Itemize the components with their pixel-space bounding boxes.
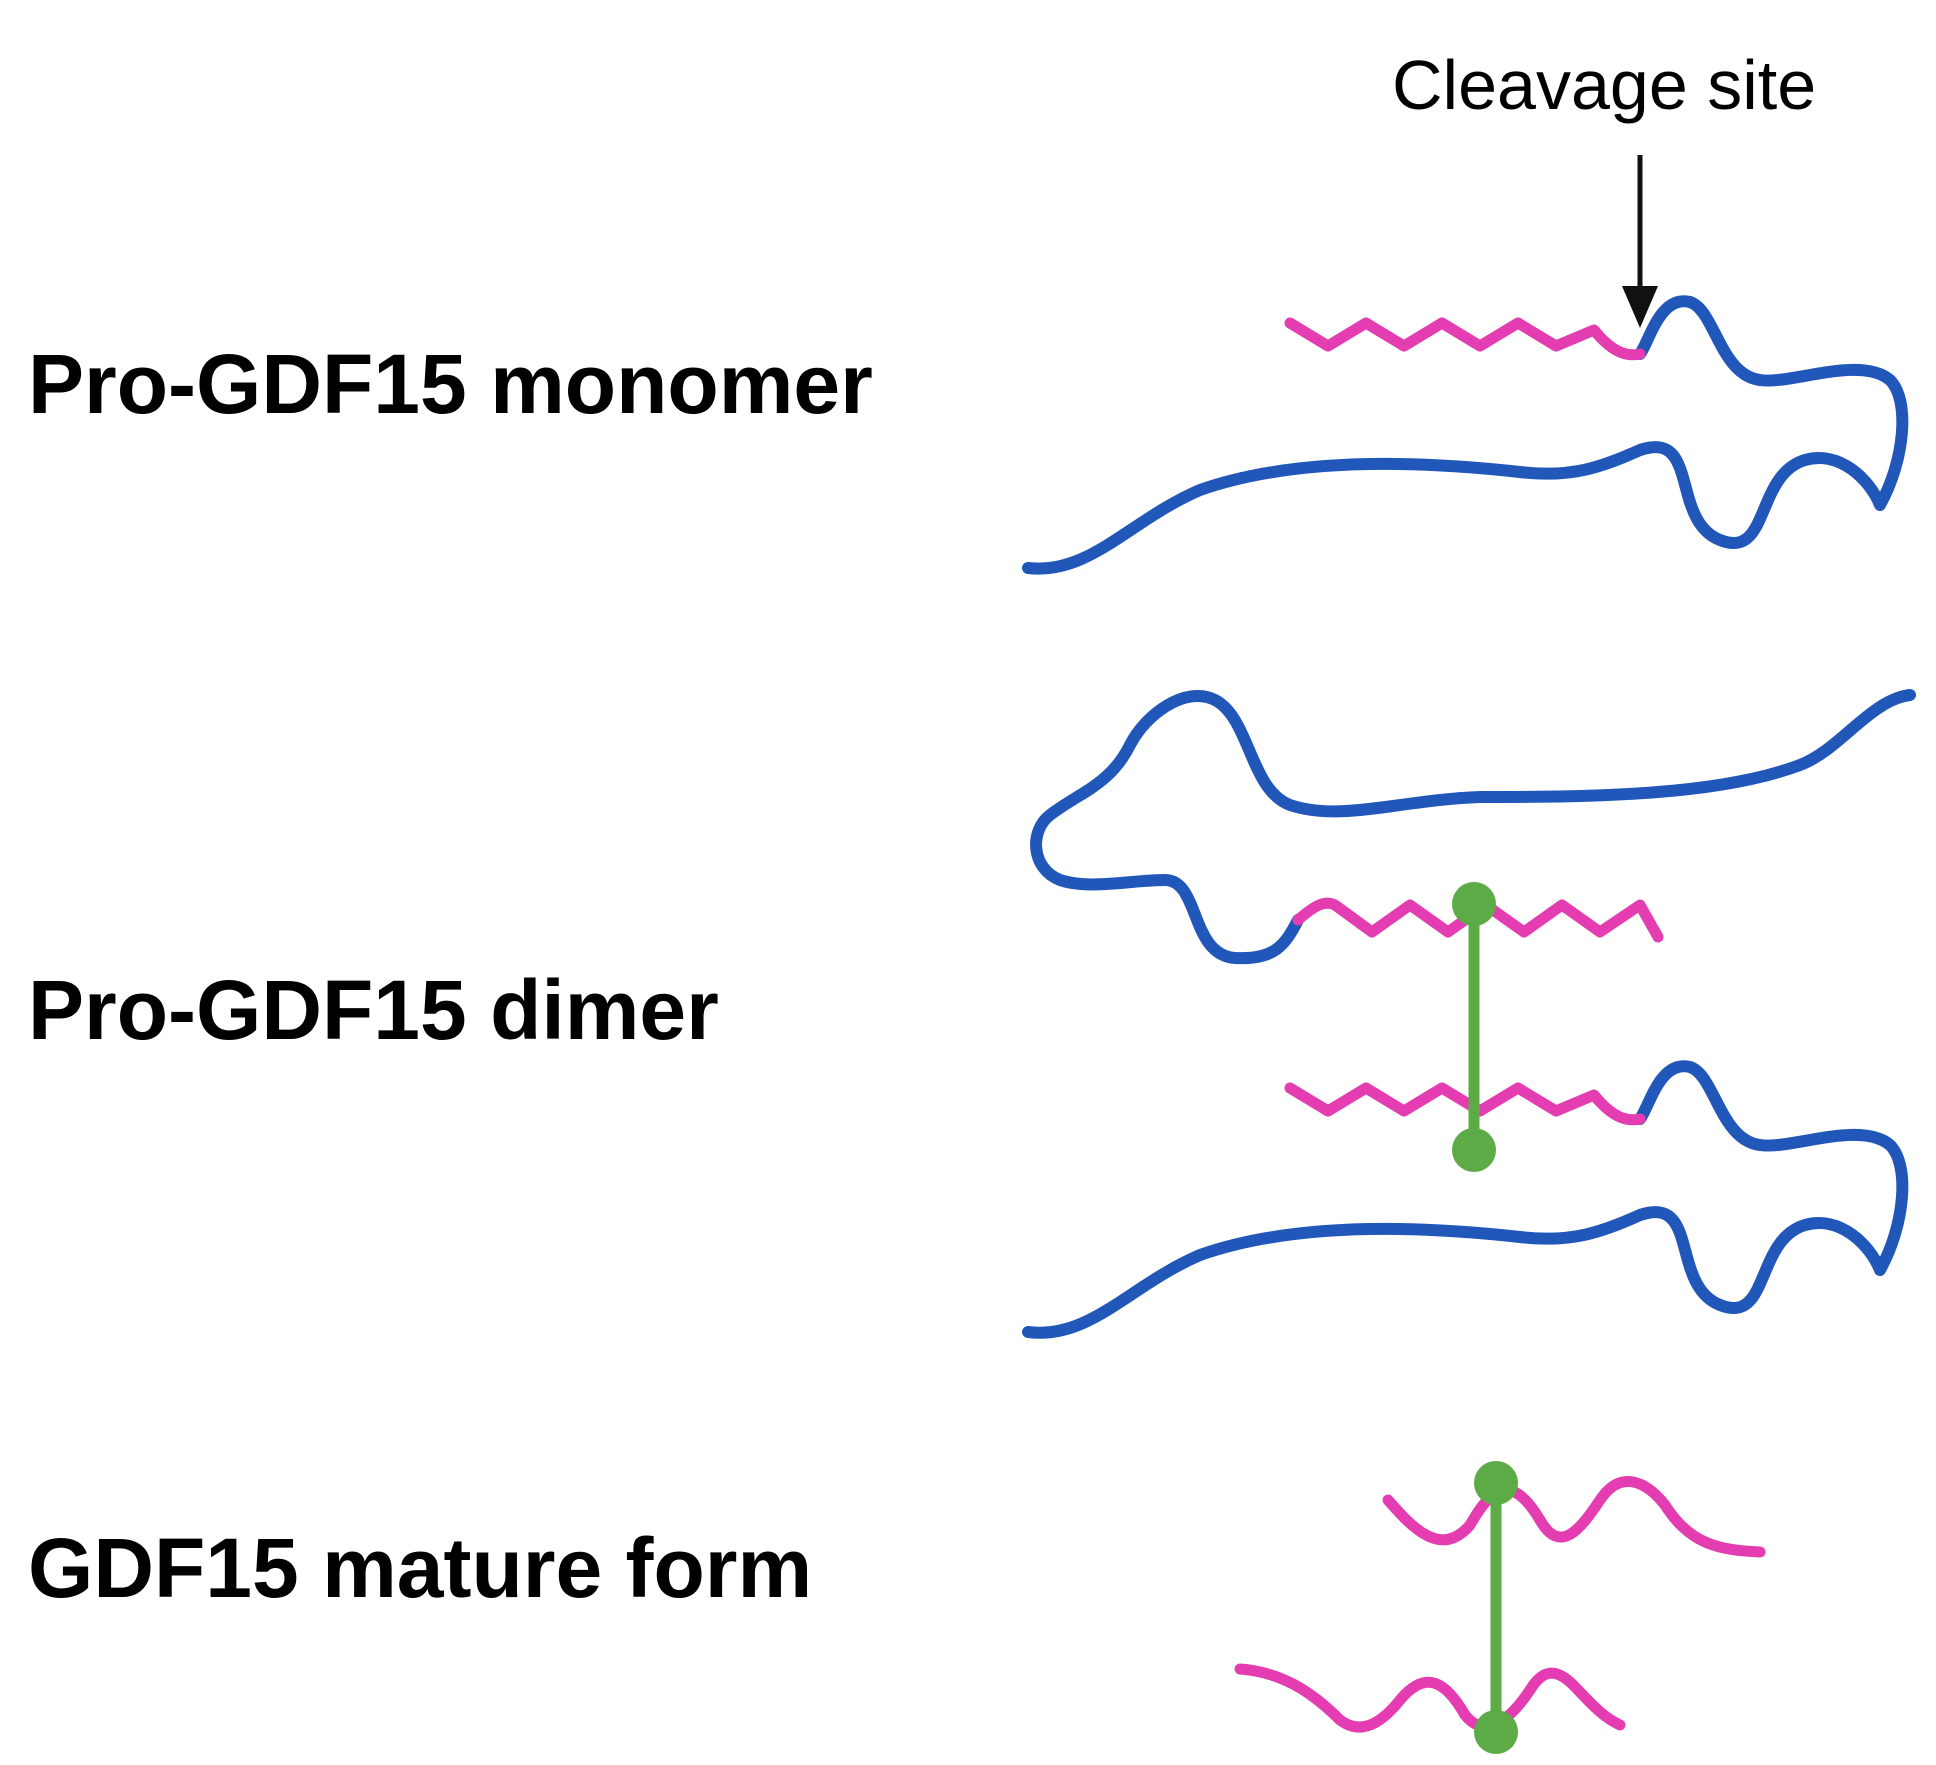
mature-form-structure [1234,1461,1766,1754]
cleavage-site-label: Cleavage site [1392,46,1817,124]
dimer-disulfide-bond [1452,882,1496,1172]
dimer-lower-mature-chain [1284,1082,1646,1126]
dimer-upper-prodomain-chain [1030,689,1916,965]
mature-disulfide-bond [1474,1461,1518,1754]
mature-lower-chain [1234,1663,1626,1733]
monomer-mature-chain [1284,317,1646,361]
dimer-lower-prodomain-chain [1022,1060,1909,1339]
label-gdf15-mature-form: GDF15 mature form [28,1521,813,1615]
monomer-structure [1022,295,1909,575]
mature-upper-chain [1382,1476,1766,1558]
monomer-prodomain-chain [1022,295,1909,575]
dimer-structure [1022,689,1916,1339]
dimer-upper-mature-chain [1292,897,1664,943]
label-pro-gdf15-monomer: Pro-GDF15 monomer [28,337,873,431]
cleavage-arrow [1622,155,1658,328]
label-pro-gdf15-dimer: Pro-GDF15 dimer [28,963,719,1057]
